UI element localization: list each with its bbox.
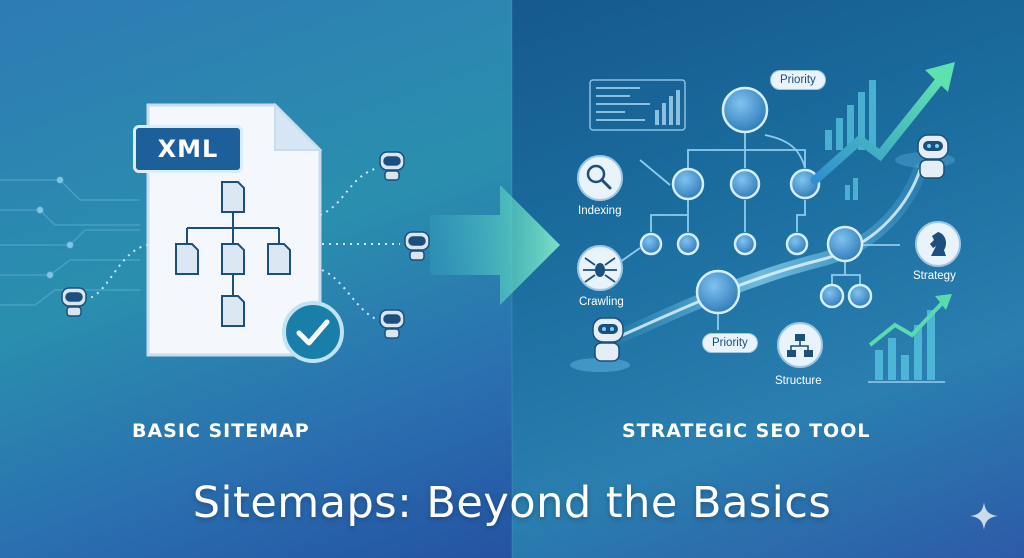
xml-badge: XML	[133, 125, 243, 173]
label-crawling: Crawling	[579, 296, 624, 308]
bar-chart-icon	[868, 294, 952, 383]
caption-basic-sitemap: BASIC SITEMAP	[132, 420, 310, 442]
label-indexing: Indexing	[578, 205, 622, 217]
light-streak	[593, 163, 927, 352]
page-title: Sitemaps: Beyond the Basics	[192, 478, 832, 528]
trend-arrow	[810, 75, 945, 185]
label-structure: Structure	[775, 375, 822, 387]
dotted-connectors	[89, 167, 400, 321]
code-window	[589, 79, 686, 131]
arrow-icon	[430, 185, 560, 305]
label-priority-top: Priority	[770, 70, 826, 90]
robot-icon	[570, 317, 630, 372]
hierarchy-icon	[777, 322, 823, 368]
label-strategy: Strategy	[913, 270, 956, 282]
sparkle-icon	[970, 502, 998, 530]
caption-strategic-seo-tool: STRATEGIC SEO TOOL	[622, 420, 871, 442]
check-icon	[282, 301, 344, 363]
magnifier-icon	[577, 155, 623, 201]
spider-icon	[577, 245, 623, 291]
chess-knight-icon	[915, 221, 961, 267]
network-edges	[619, 132, 900, 346]
network-nodes	[639, 86, 873, 315]
robot-icon	[61, 151, 430, 339]
label-priority-bottom: Priority	[702, 333, 758, 353]
bar-chart-icon	[825, 80, 876, 200]
robot-icon	[895, 134, 955, 179]
circuit-lines	[0, 176, 140, 306]
